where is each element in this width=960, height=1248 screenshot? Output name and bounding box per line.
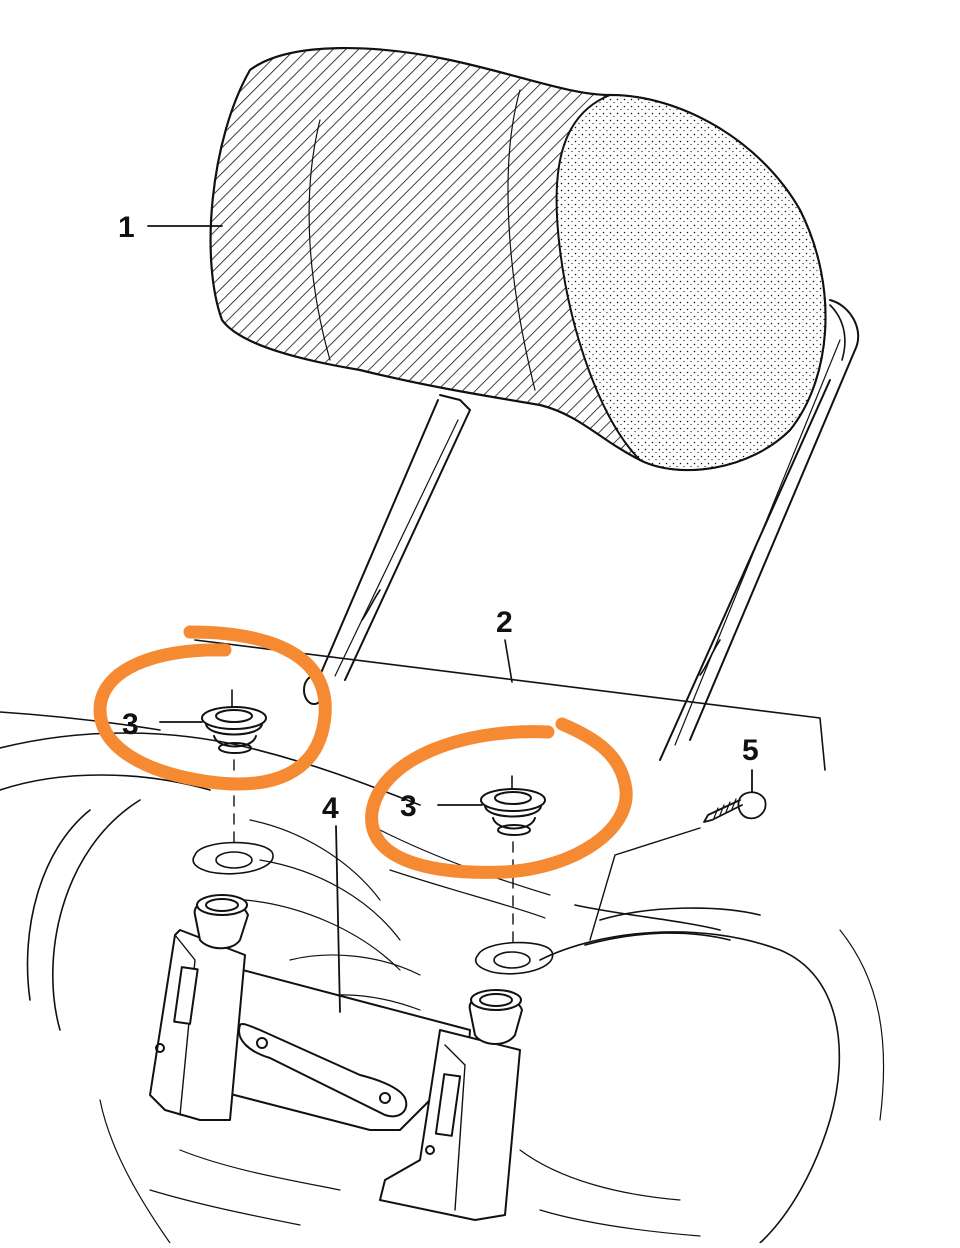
callout-5: 5	[742, 734, 759, 767]
callout-4: 4	[322, 792, 339, 825]
seat-hole-left	[192, 841, 274, 875]
screw	[589, 791, 767, 941]
callout-3-right: 3	[400, 790, 417, 823]
highlight-marks	[93, 625, 633, 879]
grommet-left	[201, 689, 267, 851]
grommet-right	[480, 775, 546, 946]
part-2-bracket	[194, 639, 826, 771]
mounting-bracket	[149, 894, 523, 1221]
highlight-circle-right	[365, 717, 633, 879]
headrest-rod-frame	[303, 299, 860, 761]
seat-hole-right	[474, 941, 554, 975]
highlight-circle-left	[93, 625, 332, 791]
callout-1: 1	[118, 211, 135, 244]
headrest-pad	[209, 46, 827, 472]
callout-3-left: 3	[122, 708, 139, 741]
leader-lines	[147, 225, 753, 1013]
callout-2: 2	[496, 606, 513, 639]
